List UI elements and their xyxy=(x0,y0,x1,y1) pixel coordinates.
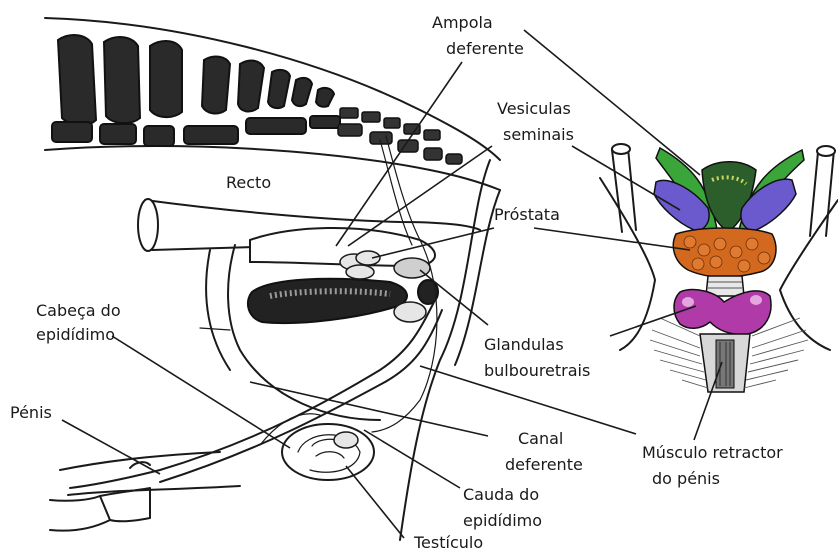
label-cauda-line1: Cauda do xyxy=(463,485,539,504)
label-glandulas-line1: Glandulas xyxy=(484,335,564,354)
label-testiculo: Testículo xyxy=(413,533,483,552)
testicle xyxy=(282,424,374,480)
label-ampola-line2: deferente xyxy=(446,39,524,58)
label-ampola-line1: Ampola xyxy=(432,13,493,32)
label-musculo-line1: Músculo retractor xyxy=(642,443,783,462)
label-cabeca-line2: epidídimo xyxy=(36,325,115,344)
label-penis: Pénis xyxy=(10,403,52,422)
dorsal-view xyxy=(600,144,838,392)
label-musculo-line2: do pénis xyxy=(652,469,720,488)
label-glandulas-line2: bulbouretrais xyxy=(484,361,590,380)
label-cabeca-line1: Cabeça do xyxy=(36,301,121,320)
label-cauda-line2: epidídimo xyxy=(463,511,542,530)
label-canal-line2: deferente xyxy=(505,455,583,474)
label-vesiculas-line1: Vesiculas xyxy=(497,99,571,118)
label-canal-line1: Canal xyxy=(518,429,563,448)
label-vesiculas-line2: seminais xyxy=(503,125,574,144)
prostate-dorsal xyxy=(673,228,776,277)
label-prostata: Próstata xyxy=(494,205,560,224)
label-recto: Recto xyxy=(226,173,271,192)
